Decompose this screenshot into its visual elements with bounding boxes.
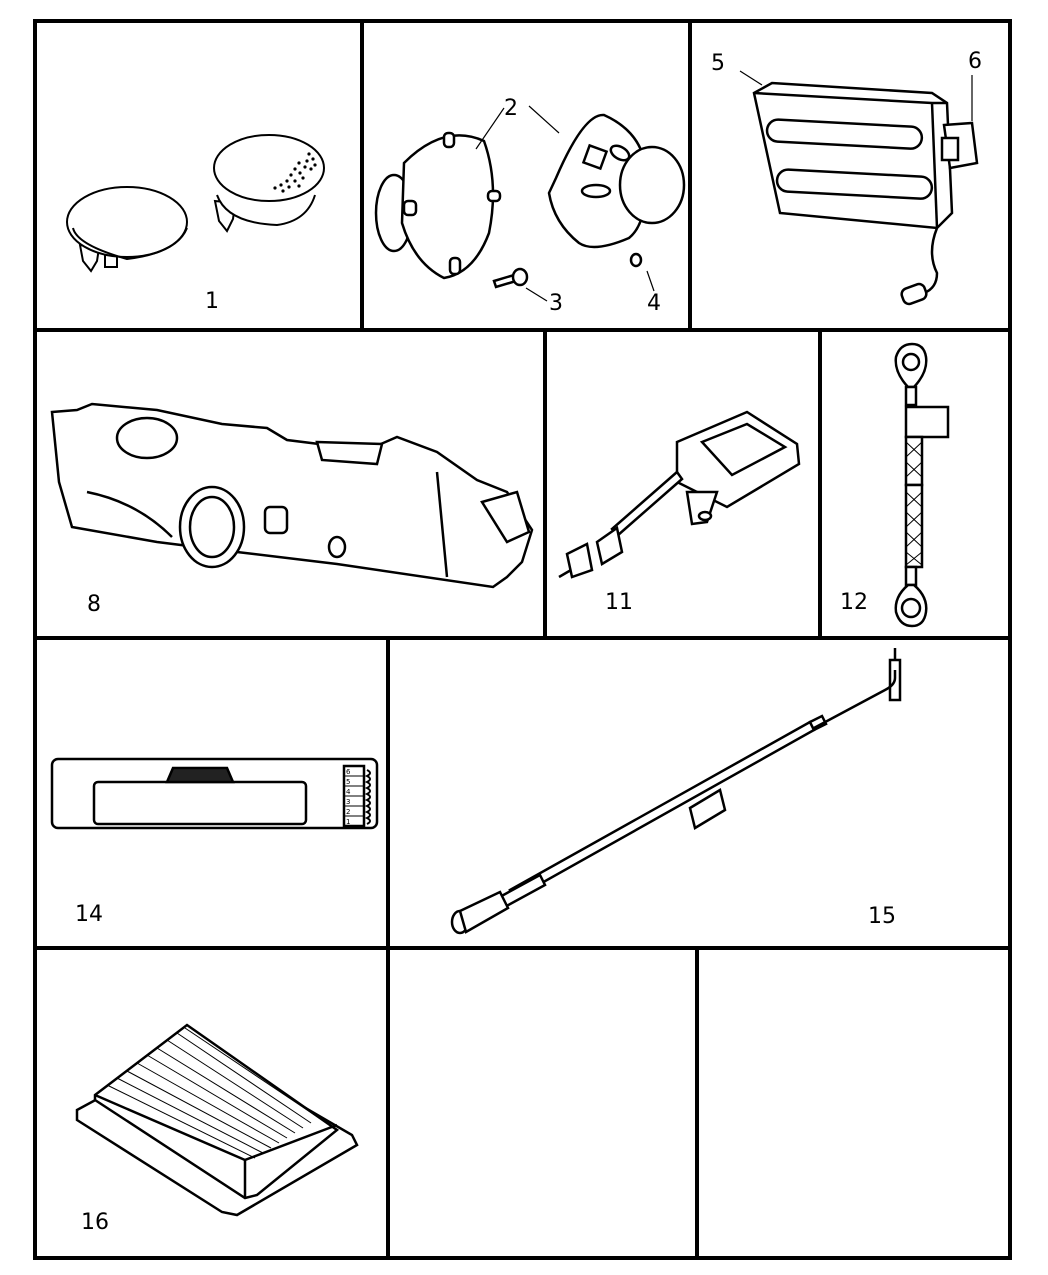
- col-divider-r1-b: [688, 19, 692, 330]
- cell-amplifier: 16: [37, 950, 386, 1256]
- callout-14: 14: [75, 902, 103, 927]
- cell-speaker-grilles: 1: [37, 23, 360, 328]
- row-divider-3: [33, 946, 1012, 950]
- callout-1: 1: [205, 289, 219, 314]
- panel-speaker-housing-illustration: [37, 332, 543, 636]
- row-divider-1: [33, 328, 1012, 332]
- callout-2: 2: [504, 96, 518, 121]
- col-divider-r4-b: [695, 946, 699, 1260]
- cell-antenna-cable: 15: [390, 640, 1008, 946]
- col-divider-r2-a: [543, 328, 547, 638]
- radio-module-illustration: [692, 23, 1008, 328]
- preset-2: 2: [346, 808, 350, 816]
- radio-unit-illustration: 6 5 4 3 2 1: [37, 640, 386, 946]
- callout-11: 11: [605, 590, 633, 615]
- callout-12: 12: [840, 590, 868, 615]
- cell-speakers: 2 3 4: [364, 23, 688, 328]
- preset-5: 5: [346, 778, 350, 786]
- preset-1: 1: [346, 818, 350, 826]
- row-divider-2: [33, 636, 1012, 640]
- cell-radio-module: 5 6: [692, 23, 1008, 328]
- callout-16: 16: [81, 1210, 109, 1235]
- callout-3: 3: [549, 291, 563, 316]
- col-divider-r4-a: [386, 946, 390, 1260]
- callout-8: 8: [87, 592, 101, 617]
- callout-6: 6: [968, 49, 982, 74]
- callout-15: 15: [868, 904, 896, 929]
- cell-empty-1: [390, 950, 695, 1256]
- col-divider-r3-a: [386, 636, 390, 948]
- callout-5: 5: [711, 51, 725, 76]
- cell-antenna-module: 11: [547, 332, 818, 636]
- cell-empty-2: [699, 950, 1008, 1256]
- antenna-module-illustration: [547, 332, 818, 636]
- preset-3: 3: [346, 798, 350, 806]
- ground-strap-illustration: [822, 332, 1008, 636]
- speaker-assembly-illustration: [364, 23, 688, 328]
- cell-ground-strap: 12: [822, 332, 1008, 636]
- preset-4: 4: [346, 788, 351, 796]
- cell-panel-housing: 8: [37, 332, 543, 636]
- callout-4: 4: [647, 291, 661, 316]
- col-divider-r2-b: [818, 328, 822, 638]
- speaker-grille-covers-illustration: [37, 23, 360, 328]
- antenna-cable-illustration: [390, 640, 1008, 946]
- col-divider-r1-a: [360, 19, 364, 330]
- cell-radio-unit: 6 5 4 3 2 1 14: [37, 640, 386, 946]
- preset-6: 6: [346, 768, 351, 776]
- amplifier-illustration: [37, 950, 386, 1256]
